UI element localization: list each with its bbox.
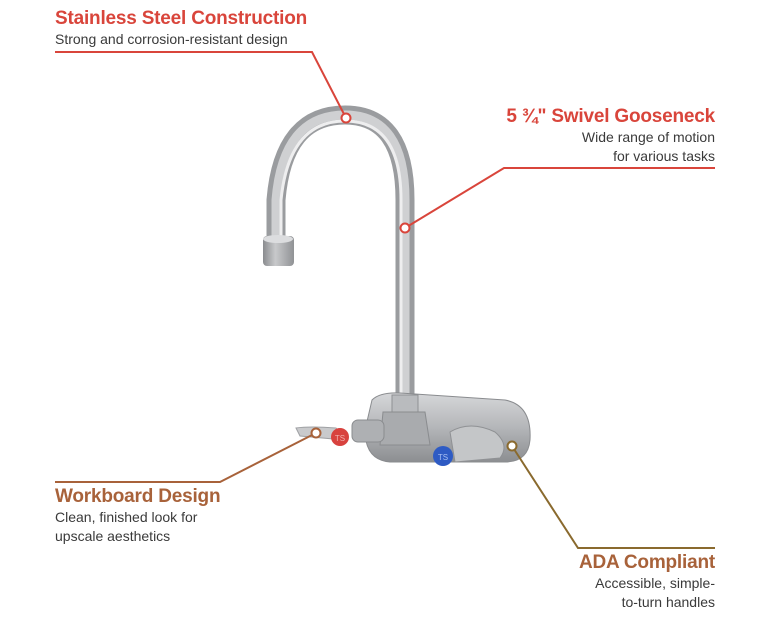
callout-description-line2: to-turn handles bbox=[621, 594, 715, 610]
gooseneck-spout bbox=[263, 105, 415, 405]
callout-title: ADA Compliant bbox=[578, 552, 715, 573]
svg-text:TS: TS bbox=[438, 453, 448, 462]
cold-handle-cap bbox=[433, 446, 453, 466]
callout-description-line2: for various tasks bbox=[613, 148, 715, 164]
callout-stainless-steel: Stainless Steel Construction Strong and … bbox=[55, 8, 307, 49]
leader-line-gooseneck bbox=[399, 167, 715, 234]
faucet-body: TS TS bbox=[295, 392, 531, 466]
callout-description-line1: Accessible, simple- bbox=[595, 575, 715, 591]
callout-description-line1: Clean, finished look for bbox=[55, 509, 198, 525]
callout-ada-compliant: ADA Compliant Accessible, simple- to-tur… bbox=[579, 552, 715, 612]
callout-title: Stainless Steel Construction bbox=[55, 8, 308, 29]
callout-description-line2: upscale aesthetics bbox=[55, 528, 171, 544]
svg-text:TS: TS bbox=[335, 434, 345, 443]
nozzle-aerator bbox=[263, 236, 294, 266]
callout-title: Workboard Design bbox=[55, 486, 221, 507]
callout-workboard-design: Workboard Design Clean, finished look fo… bbox=[55, 486, 221, 546]
callout-swivel-gooseneck: 5 ¾" Swivel Gooseneck Wide range of moti… bbox=[506, 106, 715, 166]
callout-description-line1: Wide range of motion bbox=[581, 129, 715, 145]
callout-description: Strong and corrosion-resistant design bbox=[55, 31, 288, 47]
leader-line-stainless bbox=[55, 51, 352, 124]
hot-handle-cap bbox=[331, 428, 349, 446]
leader-line-workboard bbox=[55, 427, 322, 483]
callout-title: 5 ¾" Swivel Gooseneck bbox=[506, 106, 715, 127]
leader-line-ada bbox=[506, 440, 715, 549]
